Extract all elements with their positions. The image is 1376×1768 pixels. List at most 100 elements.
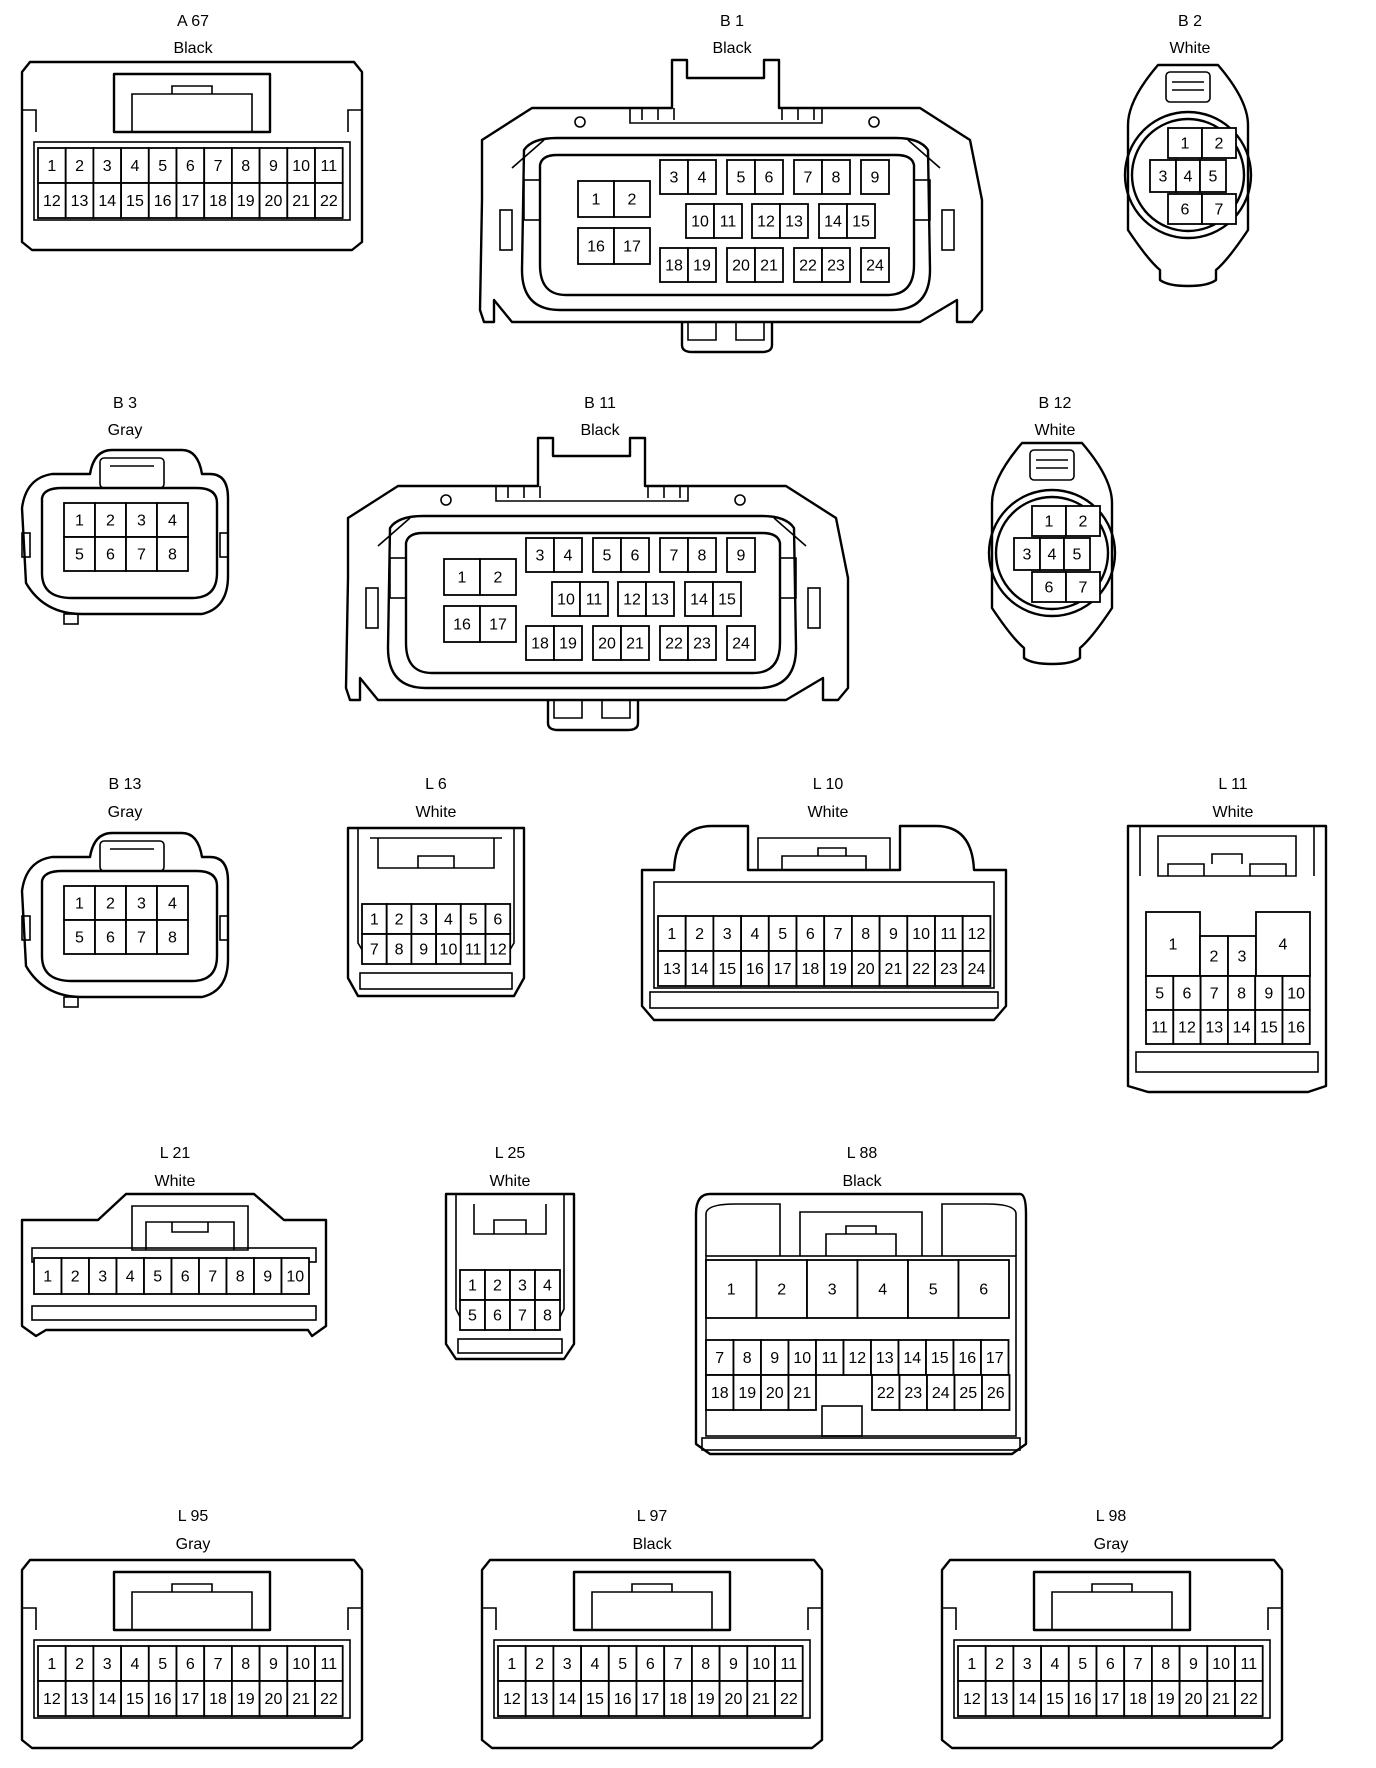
- pin-b1-1: 1: [577, 180, 615, 218]
- pin-number: 11: [1151, 1020, 1168, 1037]
- pin-number: 15: [126, 193, 144, 210]
- pin-a67-8: 8: [230, 147, 261, 184]
- pin-b11-21: 21: [620, 625, 650, 661]
- pin-l98-5: 5: [1067, 1645, 1098, 1682]
- pin-number: 1: [967, 1656, 976, 1673]
- pin-number: 12: [1178, 1020, 1196, 1037]
- pin-b11-14: 14: [684, 581, 714, 617]
- pin-number: 1: [1169, 937, 1178, 954]
- pin-b13-1: 1: [63, 885, 96, 921]
- connector-color-b12: White: [1035, 422, 1076, 439]
- pin-l10-15: 15: [712, 950, 743, 987]
- pin-number: 2: [106, 513, 115, 530]
- pin-number: 5: [1073, 547, 1082, 564]
- pin-number: 17: [641, 1691, 659, 1708]
- pin-number: 20: [265, 193, 283, 210]
- pin-number: 20: [1185, 1691, 1203, 1708]
- pin-l97-8: 8: [691, 1645, 721, 1682]
- pin-b1-21: 21: [754, 247, 784, 283]
- pin-b12-6: 6: [1031, 571, 1067, 603]
- housing-b13: [20, 831, 230, 1008]
- pin-number: 8: [861, 926, 870, 943]
- pin-number: 13: [991, 1691, 1009, 1708]
- pin-l88-24: 24: [926, 1374, 956, 1411]
- pin-number: 13: [71, 193, 89, 210]
- pin-a67-13: 13: [64, 182, 95, 219]
- pin-number: 2: [106, 896, 115, 913]
- pin-l21-3: 3: [88, 1257, 118, 1295]
- pin-l95-17: 17: [175, 1680, 206, 1717]
- pin-l95-2: 2: [64, 1645, 95, 1682]
- pin-number: 8: [701, 1656, 710, 1673]
- pin-l10-3: 3: [712, 915, 743, 952]
- pin-number: 9: [269, 158, 278, 175]
- connector-name-l98: L 98: [1096, 1508, 1127, 1525]
- pin-b11-12: 12: [617, 581, 647, 617]
- pin-b1-12: 12: [751, 203, 781, 239]
- pin-b11-13: 13: [645, 581, 675, 617]
- pin-b11-23: 23: [687, 625, 717, 661]
- pin-l98-17: 17: [1095, 1680, 1126, 1717]
- pin-b2-3: 3: [1149, 159, 1177, 193]
- pin-number: 10: [440, 942, 458, 959]
- pin-a67-19: 19: [230, 182, 261, 219]
- pin-number: 21: [1212, 1691, 1230, 1708]
- pin-l97-1: 1: [497, 1645, 527, 1682]
- pin-b13-2: 2: [94, 885, 127, 921]
- pin-number: 23: [940, 961, 958, 978]
- pin-number: 5: [603, 548, 612, 565]
- pin-l10-12: 12: [961, 915, 992, 952]
- pin-number: 6: [1182, 986, 1191, 1003]
- pin-l11-4: 4: [1255, 911, 1311, 977]
- pin-l10-22: 22: [906, 950, 936, 987]
- pin-b2-2: 2: [1201, 127, 1237, 159]
- pin-l88-22: 22: [871, 1374, 901, 1411]
- pin-number: 16: [154, 1691, 172, 1708]
- pin-number: 3: [828, 1282, 837, 1299]
- pin-b11-19: 19: [553, 625, 583, 661]
- pin-l98-15: 15: [1040, 1680, 1070, 1717]
- pin-a67-12: 12: [37, 182, 67, 219]
- pin-number: 12: [623, 592, 641, 609]
- pin-number: 15: [1046, 1691, 1064, 1708]
- pin-l10-7: 7: [823, 915, 853, 952]
- pin-number: 5: [1155, 986, 1164, 1003]
- pin-number: 4: [130, 158, 139, 175]
- connector-color-l11: White: [1213, 804, 1254, 821]
- pin-number: 6: [1106, 1656, 1115, 1673]
- pin-b13-6: 6: [94, 919, 127, 955]
- pin-number: 2: [494, 570, 503, 587]
- pin-b2-6: 6: [1167, 193, 1203, 225]
- pin-number: 9: [263, 1269, 272, 1286]
- housing-b2: [1123, 63, 1253, 288]
- pin-b1-23: 23: [821, 247, 851, 283]
- pin-a67-16: 16: [147, 182, 178, 219]
- connector-name-b11: B 11: [584, 395, 616, 412]
- pin-number: 4: [1050, 1656, 1059, 1673]
- pin-number: 17: [181, 1691, 199, 1708]
- pin-b3-2: 2: [94, 502, 127, 538]
- pin-number: 22: [1240, 1691, 1258, 1708]
- pin-l98-20: 20: [1178, 1680, 1209, 1717]
- connector-color-l95: Gray: [176, 1536, 211, 1553]
- connector-color-b3: Gray: [108, 422, 143, 439]
- pin-l10-16: 16: [740, 950, 770, 987]
- pin-number: 2: [628, 192, 637, 209]
- pin-l97-12: 12: [497, 1680, 527, 1717]
- pin-number: 1: [667, 926, 676, 943]
- pin-b3-8: 8: [156, 536, 189, 572]
- pin-l95-10: 10: [286, 1645, 316, 1682]
- pin-l98-4: 4: [1040, 1645, 1070, 1682]
- housing-l25: [444, 1192, 576, 1361]
- pin-l11-6: 6: [1172, 975, 1202, 1011]
- pin-number: 23: [693, 636, 711, 653]
- pin-number: 4: [1184, 169, 1193, 186]
- pin-number: 21: [885, 961, 903, 978]
- pin-l25-7: 7: [509, 1299, 536, 1331]
- pin-number: 2: [395, 912, 404, 929]
- pin-number: 7: [1134, 1656, 1143, 1673]
- pin-number: 20: [857, 961, 875, 978]
- pin-l25-2: 2: [484, 1269, 511, 1301]
- pin-number: 7: [715, 1350, 724, 1367]
- pin-number: 11: [781, 1656, 798, 1673]
